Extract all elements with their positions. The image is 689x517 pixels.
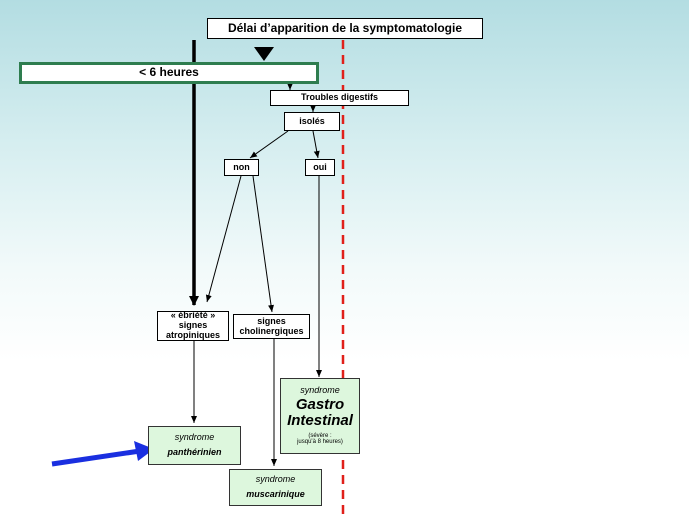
connector-no-ebriety bbox=[205, 175, 242, 303]
cholinergic-line-2: cholinergiques bbox=[239, 325, 304, 336]
cholinergic-line-1: signes bbox=[257, 315, 286, 326]
no-box: non bbox=[224, 159, 259, 176]
gastro-title-line-1: Gastro bbox=[295, 395, 345, 413]
pantherin-syndrome-box: syndrome panthérinien bbox=[148, 426, 241, 465]
ebriety-box: « ébriété » signes atropiniques bbox=[157, 310, 229, 341]
yes-box: oui bbox=[305, 159, 335, 176]
ebriety-line-1: « ébriété » bbox=[170, 310, 216, 321]
ebriety-line-3: atropiniques bbox=[165, 329, 220, 340]
title-box: Délai d’apparition de la symptomatologie bbox=[207, 18, 483, 39]
digestive-box: Troubles digestifs bbox=[270, 90, 409, 106]
muscarinic-title: muscarinique bbox=[246, 489, 305, 499]
muscarinic-syndrome-box: syndrome muscarinique bbox=[229, 469, 322, 506]
pantherin-label: syndrome bbox=[174, 432, 215, 443]
onset-box: < 6 heures bbox=[19, 62, 319, 84]
gastro-title-line-2: Intestinal bbox=[287, 412, 353, 430]
connector-isolated-no bbox=[249, 130, 289, 159]
highlight-pointer-arrowhead bbox=[134, 441, 154, 461]
title-down-triangle bbox=[254, 47, 274, 61]
isolated-box: isolés bbox=[284, 112, 340, 131]
cholinergic-box: signes cholinergiques bbox=[233, 314, 310, 339]
ebriety-line-2: signes bbox=[178, 320, 208, 331]
muscarinic-label: syndrome bbox=[255, 474, 296, 485]
connector-no-cholinergic bbox=[252, 175, 275, 313]
gastro-intestinal-box: syndrome Gastro Intestinal (sévère : jus… bbox=[280, 378, 360, 454]
pantherin-title: panthérinien bbox=[167, 447, 222, 457]
connector-isolated-yes bbox=[312, 130, 320, 159]
highlight-pointer-arrow bbox=[51, 448, 141, 467]
gastro-label: syndrome bbox=[300, 384, 340, 395]
gastro-note-line-1: (sévère : bbox=[308, 432, 332, 439]
gastro-note-line-2: jusqu'à 8 heures) bbox=[297, 439, 343, 446]
